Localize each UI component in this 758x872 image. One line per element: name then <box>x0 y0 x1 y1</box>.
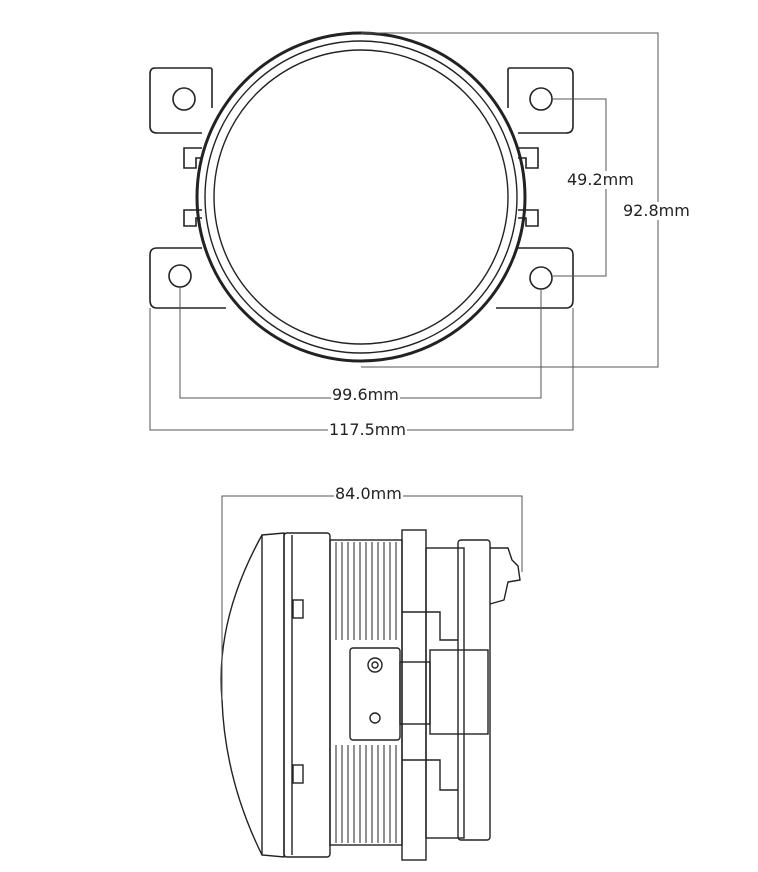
mount-hole-top-left <box>172 87 196 111</box>
mount-hole-top-right <box>529 87 553 111</box>
lens-ring <box>213 49 509 345</box>
clip-slot-lower <box>292 764 304 784</box>
rear-bracket <box>401 529 427 861</box>
dimension-hole-spacing-vertical: 49.2mm <box>566 170 635 189</box>
dimension-overall-height: 92.8mm <box>622 201 691 220</box>
mount-hole-bottom-left <box>168 264 192 288</box>
clip-slot-upper <box>292 599 304 619</box>
lower-mounting-bracket <box>149 247 574 309</box>
driver-housing <box>425 547 465 839</box>
upper-mounting-bracket <box>149 67 574 134</box>
lens-bezel <box>261 532 285 858</box>
dimension-hole-spacing-horizontal: 99.6mm <box>331 385 400 404</box>
heat-sink-fins <box>335 542 397 843</box>
side-mount-hole-top <box>367 657 383 673</box>
lens-dome <box>220 534 263 856</box>
front-dimension-lines <box>149 32 659 431</box>
side-mount-hole-bottom <box>369 712 381 724</box>
front-housing-ring <box>283 532 331 858</box>
housing-middle-ring <box>204 40 518 354</box>
connector-plug <box>489 547 521 605</box>
mount-hole-bottom-right <box>529 266 553 290</box>
front-view <box>149 31 574 363</box>
housing-outer-ring <box>195 31 527 363</box>
side-clips <box>183 147 539 227</box>
dimension-depth: 84.0mm <box>334 484 403 503</box>
side-view <box>220 529 521 861</box>
driver-module <box>457 539 491 841</box>
dimension-overall-width: 117.5mm <box>328 420 407 439</box>
